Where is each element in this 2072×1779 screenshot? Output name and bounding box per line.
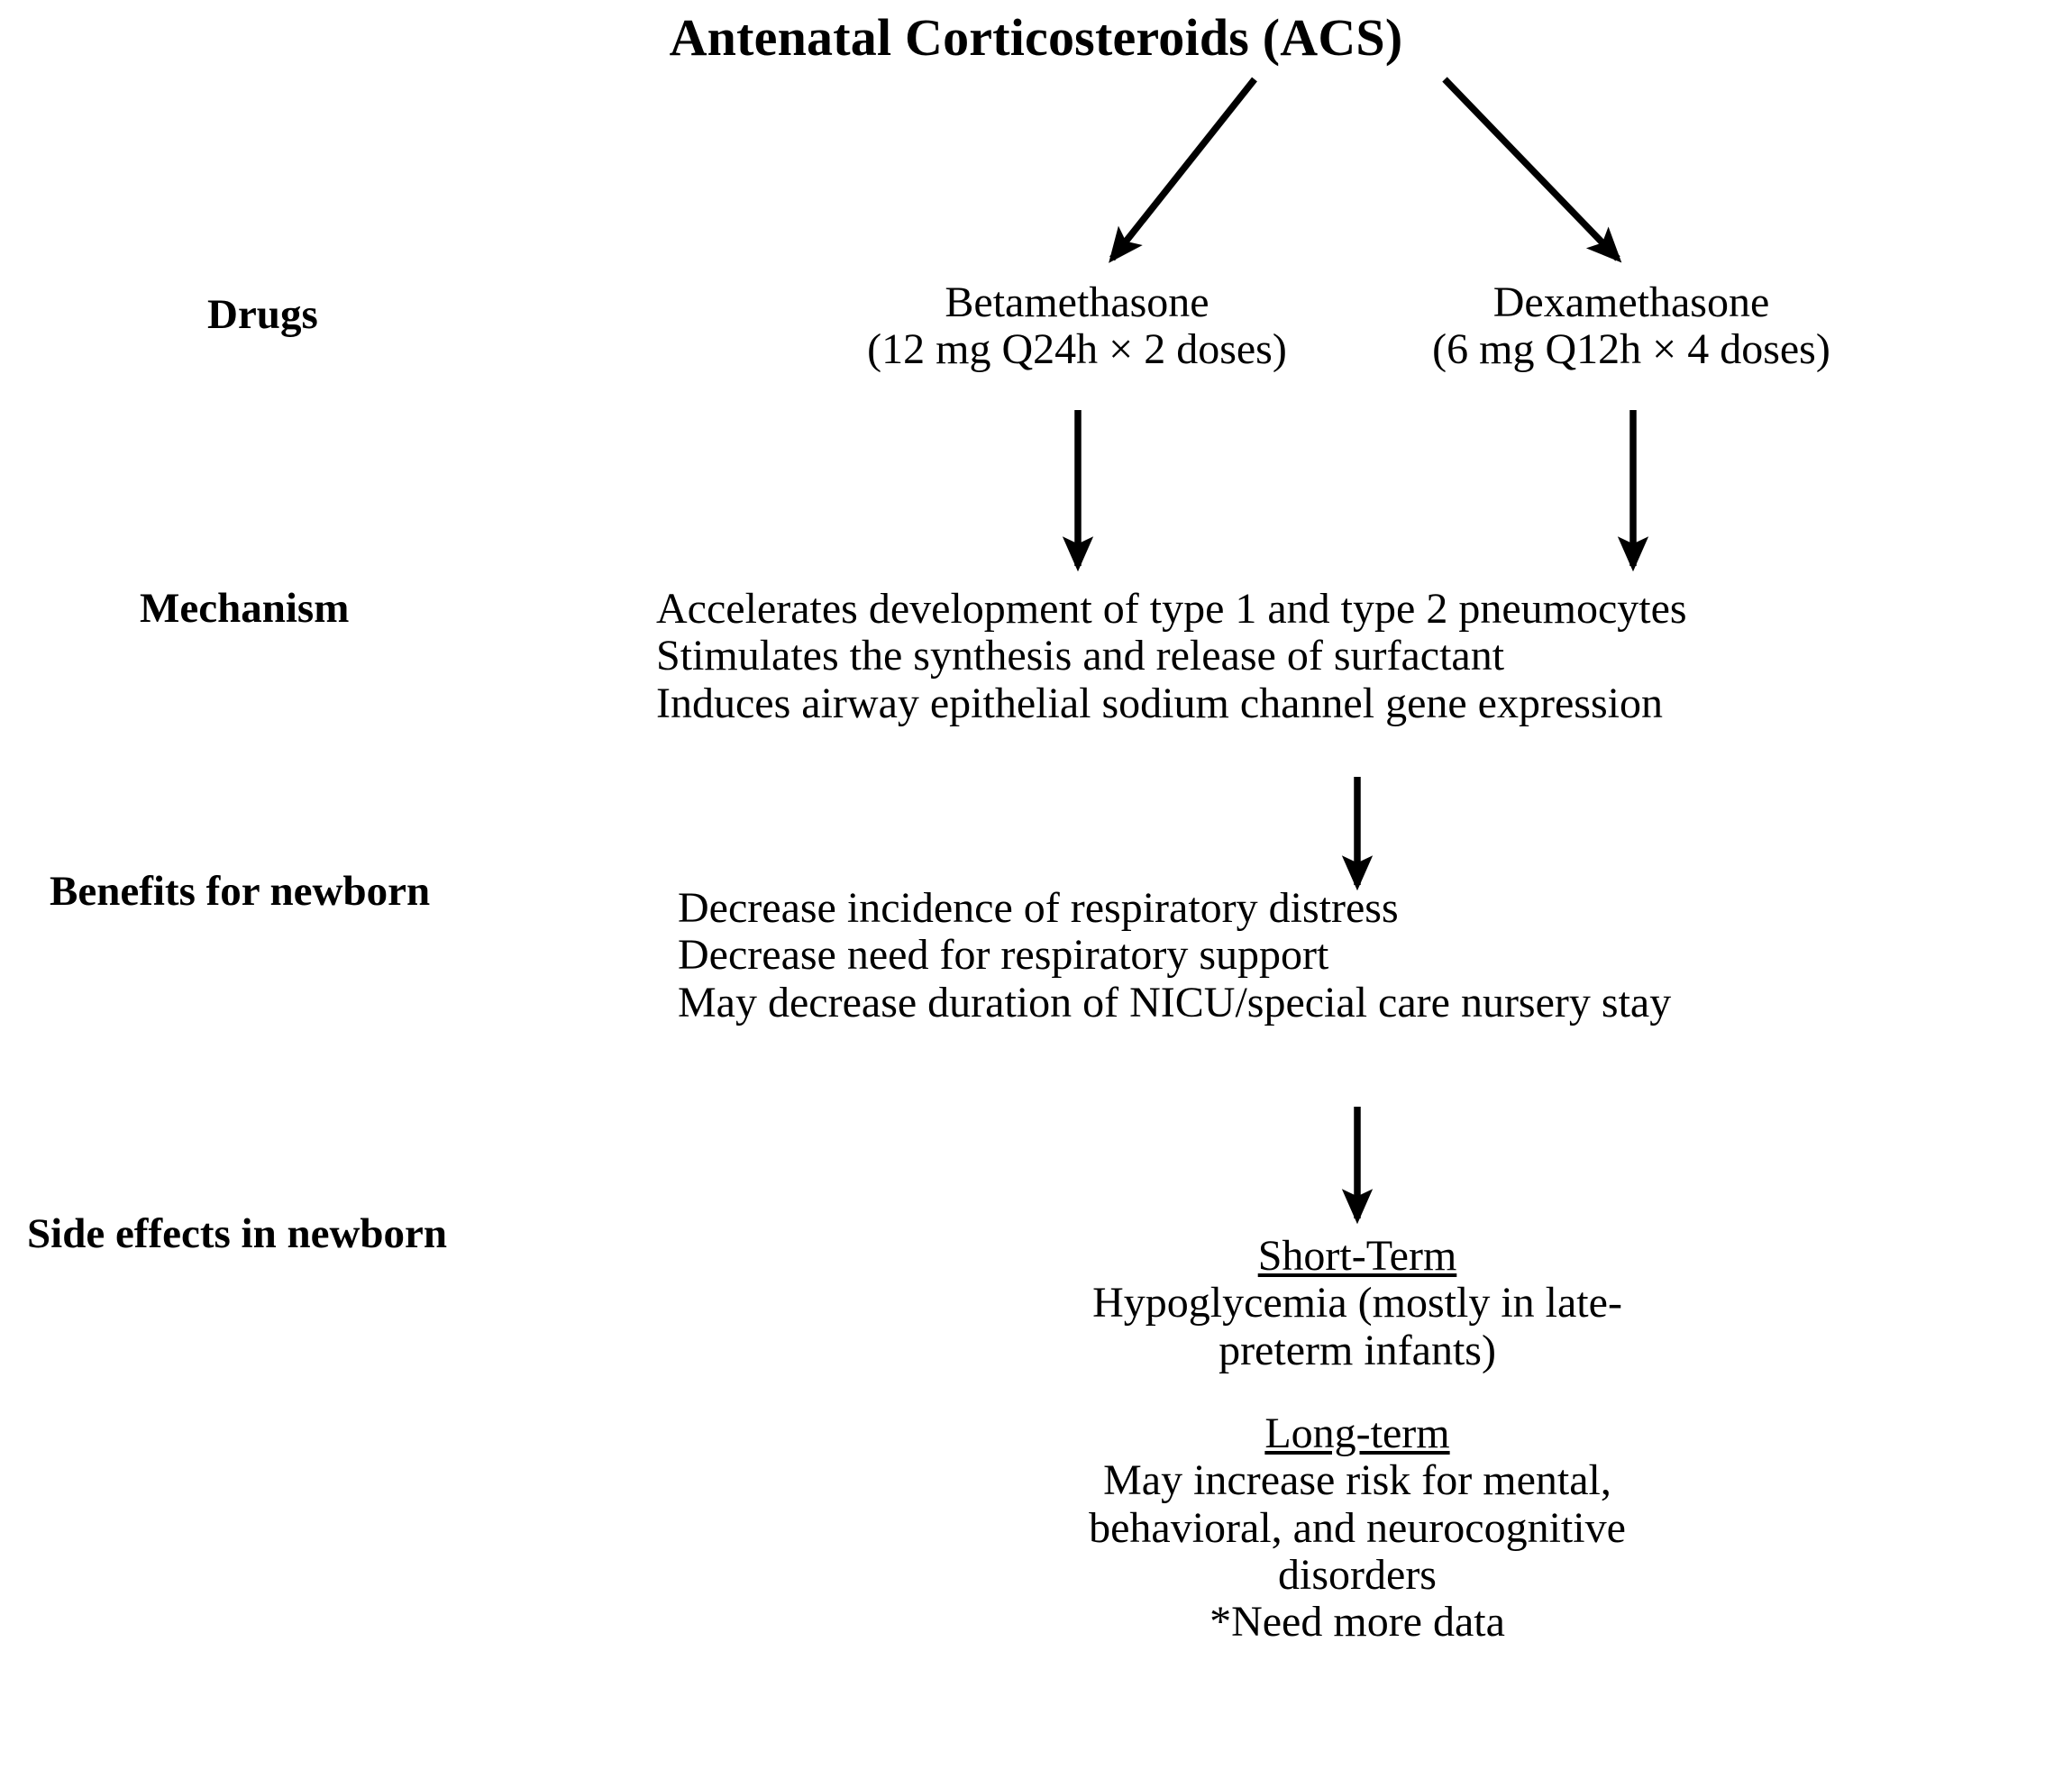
benefit-line: Decrease need for respiratory support xyxy=(678,931,1329,980)
long-term-line: behavioral, and neurocognitive xyxy=(1089,1503,1626,1552)
mechanism-line: Stimulates the synthesis and release of … xyxy=(656,632,1505,680)
short-term-heading: Short-Term xyxy=(1257,1232,1457,1280)
row-label-mechanism: Mechanism xyxy=(140,585,350,632)
long-term-group: Long-term May increase risk for mental, … xyxy=(997,1410,1718,1647)
mechanism-block: Accelerates development of type 1 and ty… xyxy=(656,585,1687,727)
drug-dose: (6 mg Q12h × 4 doses) xyxy=(1432,325,1830,374)
mechanism-line: Accelerates development of type 1 and ty… xyxy=(656,585,1687,633)
long-term-line: May increase risk for mental, xyxy=(1103,1456,1611,1505)
long-term-heading: Long-term xyxy=(1264,1409,1450,1457)
benefit-line: Decrease incidence of respiratory distre… xyxy=(678,884,1399,932)
row-label-benefits: Benefits for newborn xyxy=(50,868,431,915)
mechanism-line: Induces airway epithelial sodium channel… xyxy=(656,679,1663,727)
page-title: Antenatal Corticosteroids (ACS) xyxy=(669,8,1403,67)
drug-name: Dexamethasone xyxy=(1492,278,1770,326)
side-effects-block: Short-Term Hypoglycemia (mostly in late-… xyxy=(997,1232,1718,1647)
short-term-line: Hypoglycemia (mostly in late- xyxy=(1092,1279,1622,1327)
long-term-line: disorders xyxy=(1278,1550,1437,1599)
benefit-line: May decrease duration of NICU/special ca… xyxy=(678,978,1672,1026)
drug-name: Betamethasone xyxy=(945,278,1209,326)
long-term-line: *Need more data xyxy=(1209,1598,1505,1647)
row-label-drugs: Drugs xyxy=(207,291,318,338)
drug-node-dexamethasone: Dexamethasone (6 mg Q12h × 4 doses) xyxy=(1316,278,1947,374)
drug-node-betamethasone: Betamethasone (12 mg Q24h × 2 doses) xyxy=(748,278,1406,374)
arrow-title-to-dexamethasone xyxy=(1442,77,1622,263)
row-label-side-effects: Side effects in newborn xyxy=(27,1210,448,1257)
arrow-title-to-betamethasone xyxy=(1109,77,1257,263)
short-term-group: Short-Term Hypoglycemia (mostly in late-… xyxy=(997,1232,1718,1374)
short-term-line: preterm infants) xyxy=(1219,1326,1496,1374)
drug-dose: (12 mg Q24h × 2 doses) xyxy=(867,325,1287,374)
benefits-block: Decrease incidence of respiratory distre… xyxy=(678,884,1672,1026)
side-effects-spacer xyxy=(997,1374,1718,1410)
